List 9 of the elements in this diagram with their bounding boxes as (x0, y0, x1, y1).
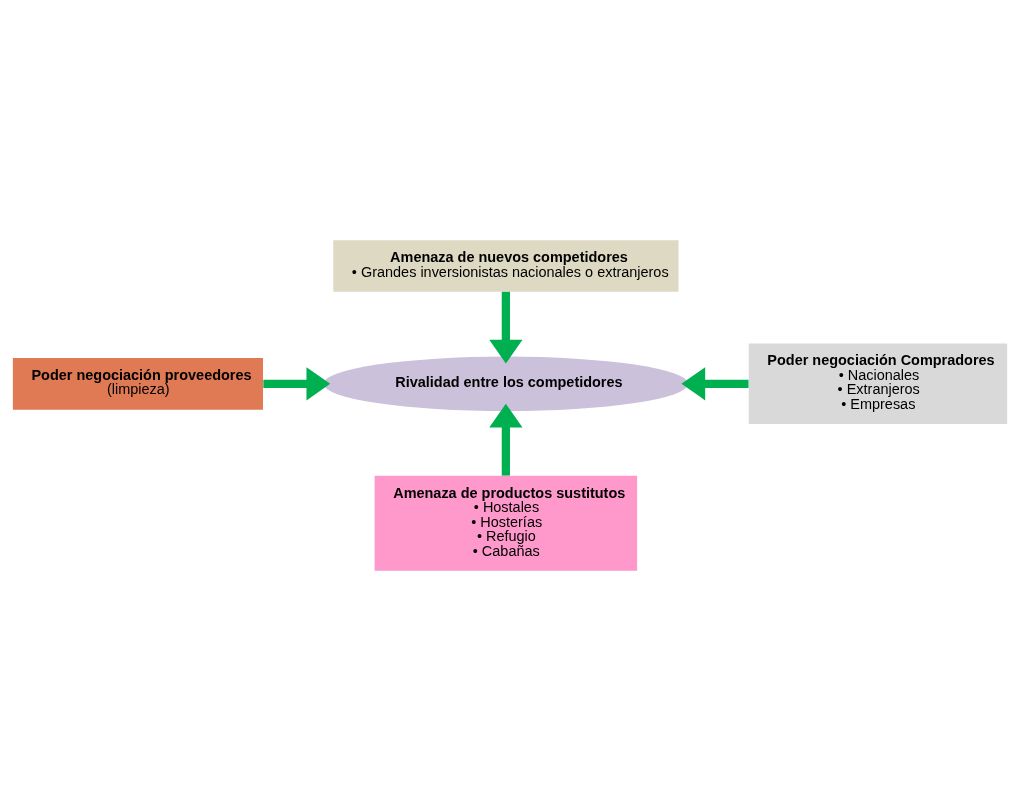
arrow (489, 403, 523, 476)
arrow (489, 291, 523, 364)
node-ellipse: Rivalidad entre los competidores (323, 356, 689, 411)
arrow (681, 366, 749, 400)
node-box: Poder negociación Compradores • Nacionales • Extranjeros • Empresas (748, 343, 1008, 424)
node-box: Poder negociación proveedores (limpieza) (12, 357, 263, 410)
node-box: Amenaza de nuevos competidores • Grandes inversionistas nacionales o extranjeros (333, 239, 679, 292)
arrow (263, 366, 331, 400)
node-box: Amenaza de productos sustitutos • Hostales • Hosterías • Refugio • Cabañas (374, 475, 638, 571)
